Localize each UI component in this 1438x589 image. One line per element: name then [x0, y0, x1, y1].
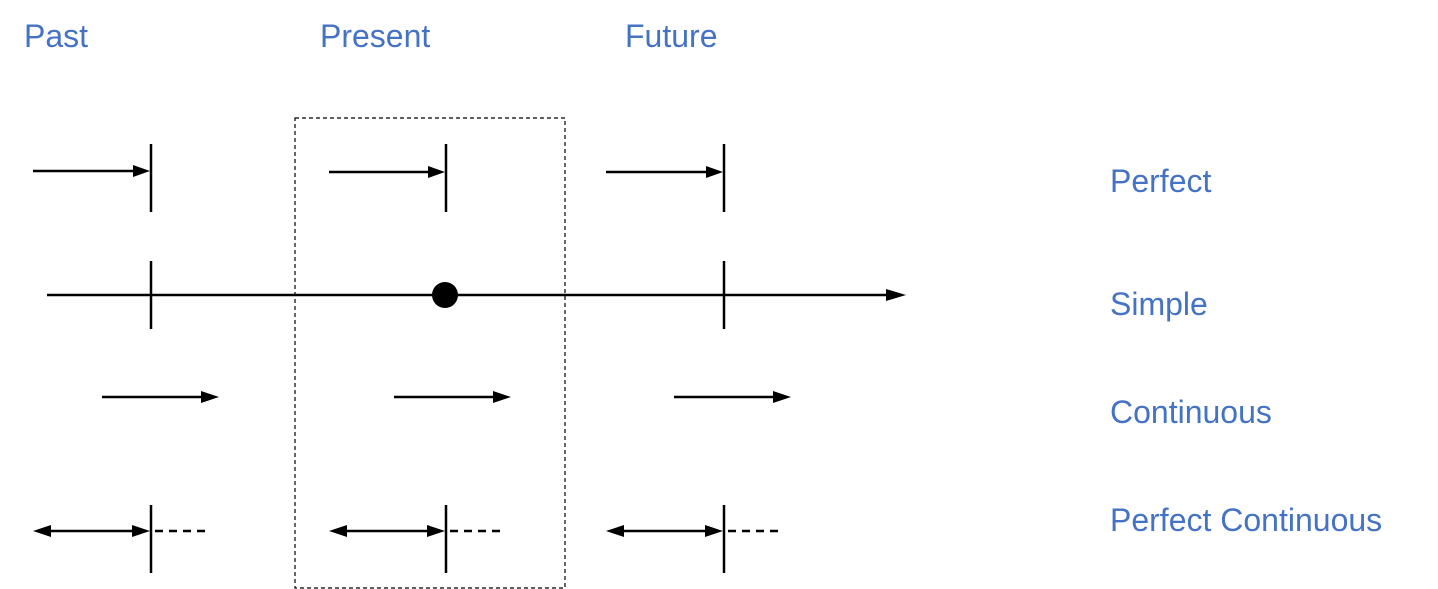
continuous-past-arrow	[102, 391, 219, 403]
continuous-row	[102, 391, 791, 403]
row-label-continuous: Continuous	[1110, 394, 1272, 430]
timeline-arrowhead	[886, 289, 906, 301]
continuous-future-arrow	[674, 391, 791, 403]
column-header-future: Future	[625, 18, 718, 54]
perfect-continuous-future-arrow	[606, 505, 783, 573]
row-label-simple: Simple	[1110, 286, 1208, 322]
perfect-continuous-row	[33, 505, 783, 573]
perfect-row	[33, 144, 726, 212]
column-header-past: Past	[24, 18, 89, 54]
simple-row	[47, 261, 906, 329]
perfect-future-arrow	[606, 144, 726, 212]
perfect-present-arrow	[329, 144, 448, 212]
row-label-perfect: Perfect	[1110, 163, 1212, 199]
present-highlight-box	[294, 117, 566, 589]
continuous-present-arrow	[394, 391, 511, 403]
perfect-past-arrow	[33, 144, 153, 212]
perfect-continuous-present-arrow	[329, 505, 505, 573]
row-label-perfect-continuous: Perfect Continuous	[1110, 502, 1383, 538]
column-header-present: Present	[320, 18, 431, 54]
present-point	[432, 282, 458, 308]
perfect-continuous-past-arrow	[33, 505, 210, 573]
